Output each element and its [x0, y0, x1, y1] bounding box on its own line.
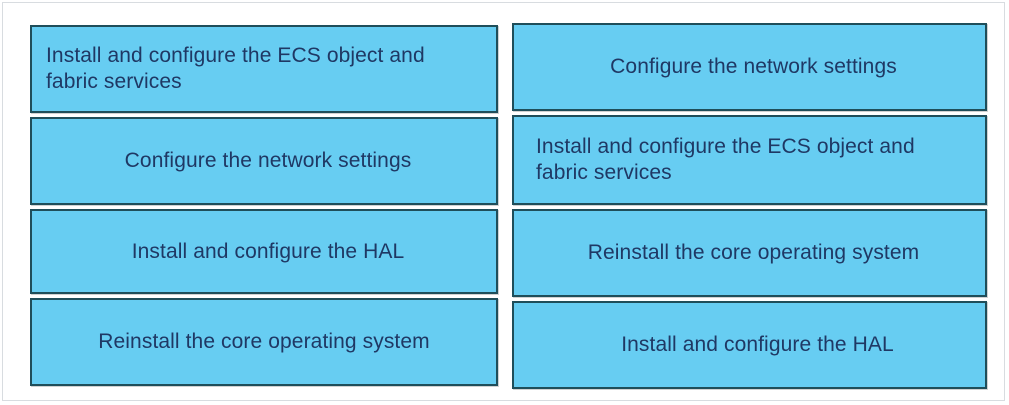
option-box-right-3[interactable]: Reinstall the core operating system	[512, 209, 987, 297]
option-box-left-3[interactable]: Install and configure the HAL	[30, 209, 498, 294]
option-label: Reinstall the core operating system	[98, 330, 430, 354]
option-label: Reinstall the core operating system	[587, 241, 920, 265]
option-label: Configure the network settings	[610, 55, 897, 79]
option-box-right-4[interactable]: Install and configure the HAL	[512, 301, 987, 389]
option-label: Install and configure the HAL	[621, 333, 894, 357]
option-box-right-2[interactable]: Install and configure the ECS object and…	[512, 115, 987, 205]
option-box-left-2[interactable]: Configure the network settings	[30, 117, 498, 205]
left-options-column: Install and configure the ECS object and…	[30, 0, 498, 405]
option-label: Install and configure the HAL	[131, 239, 405, 263]
option-label: Install and configure the ECS object and…	[46, 44, 425, 93]
option-box-right-1[interactable]: Configure the network settings	[512, 23, 987, 111]
right-options-column: Configure the network settings Install a…	[512, 0, 987, 405]
option-label: Install and configure the ECS object and…	[536, 135, 915, 184]
option-box-left-1[interactable]: Install and configure the ECS object and…	[30, 25, 498, 113]
option-box-left-4[interactable]: Reinstall the core operating system	[30, 298, 498, 386]
option-label: Configure the network settings	[124, 149, 412, 173]
